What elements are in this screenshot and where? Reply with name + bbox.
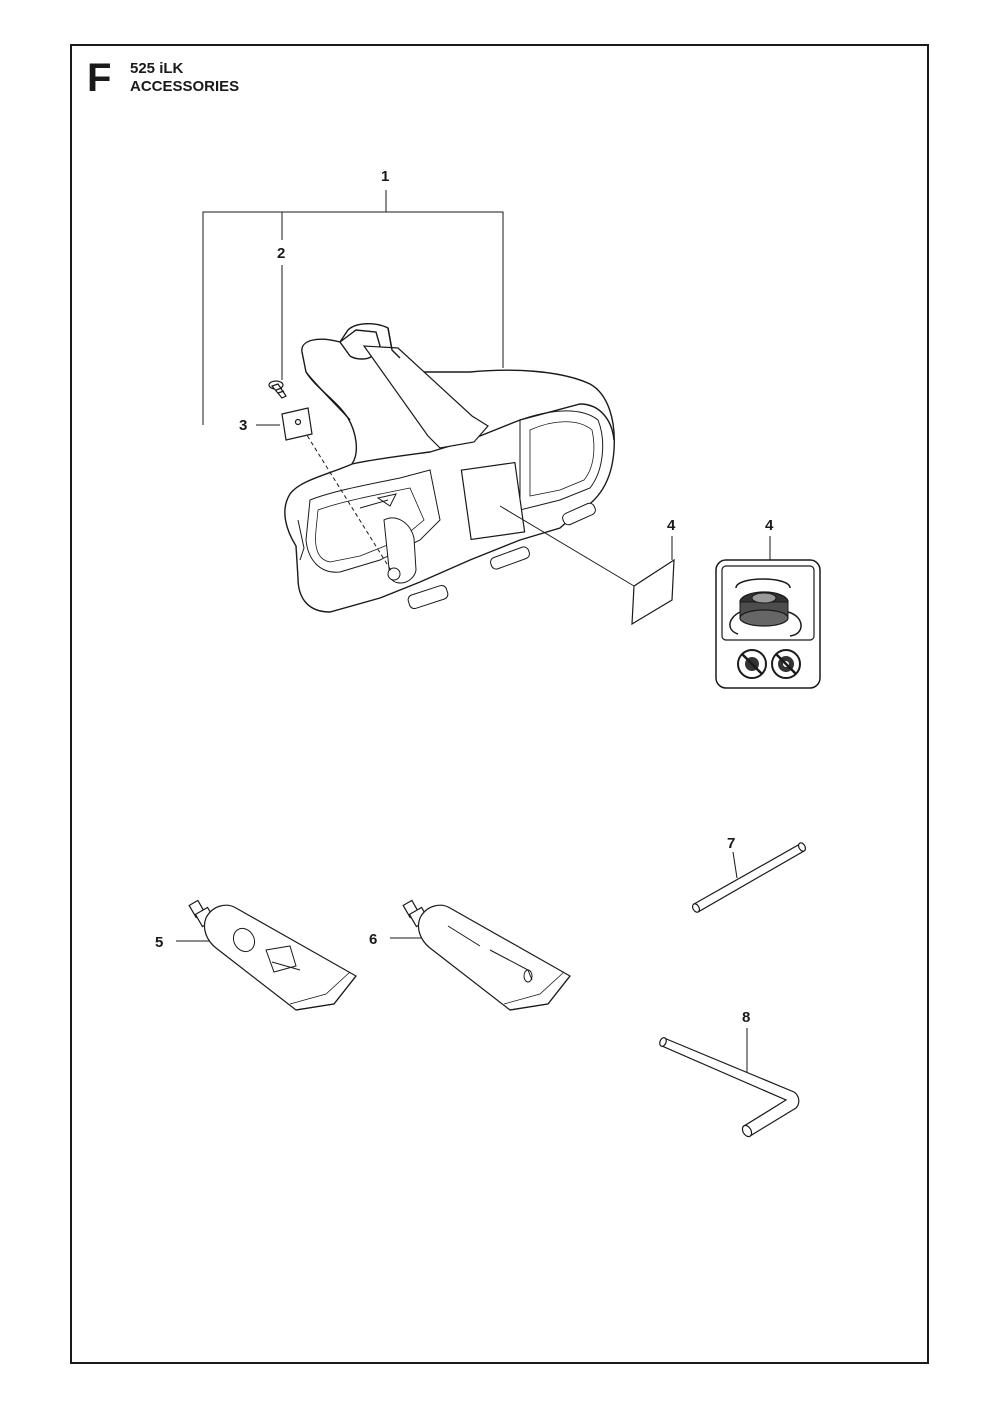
no-blade-icon bbox=[737, 649, 801, 679]
decal-sheet bbox=[631, 558, 675, 626]
page-frame bbox=[70, 44, 929, 1364]
trimmer-guard bbox=[284, 323, 615, 613]
rod bbox=[691, 842, 807, 913]
trimmer-head-label bbox=[715, 559, 821, 689]
grease-tube-5 bbox=[188, 899, 357, 1011]
fastener-path-line bbox=[299, 423, 393, 573]
screw bbox=[268, 380, 287, 399]
callout-bracket bbox=[202, 190, 504, 426]
callout-4-decal: 4 bbox=[667, 517, 676, 534]
grease-tube-6 bbox=[402, 899, 571, 1011]
rod-leader bbox=[732, 851, 738, 879]
hex-key bbox=[659, 1037, 800, 1138]
plate bbox=[281, 407, 313, 441]
callout-2: 2 bbox=[277, 245, 285, 262]
callout-4-label: 4 bbox=[765, 517, 774, 534]
callout-5: 5 bbox=[155, 934, 163, 951]
callout-1: 1 bbox=[381, 168, 389, 185]
callout-6: 6 bbox=[369, 931, 377, 948]
model-name: 525 iLK bbox=[130, 60, 184, 77]
section-title: ACCESSORIES bbox=[130, 78, 240, 95]
callout-8: 8 bbox=[742, 1009, 750, 1026]
callout-3: 3 bbox=[239, 417, 247, 434]
trimmer-head-icon bbox=[729, 578, 802, 637]
section-letter: F bbox=[87, 56, 112, 100]
callout-7: 7 bbox=[727, 835, 735, 852]
decal-leader-line bbox=[499, 505, 635, 587]
page-title: 525 iLK ACCESSORIES bbox=[130, 60, 239, 96]
